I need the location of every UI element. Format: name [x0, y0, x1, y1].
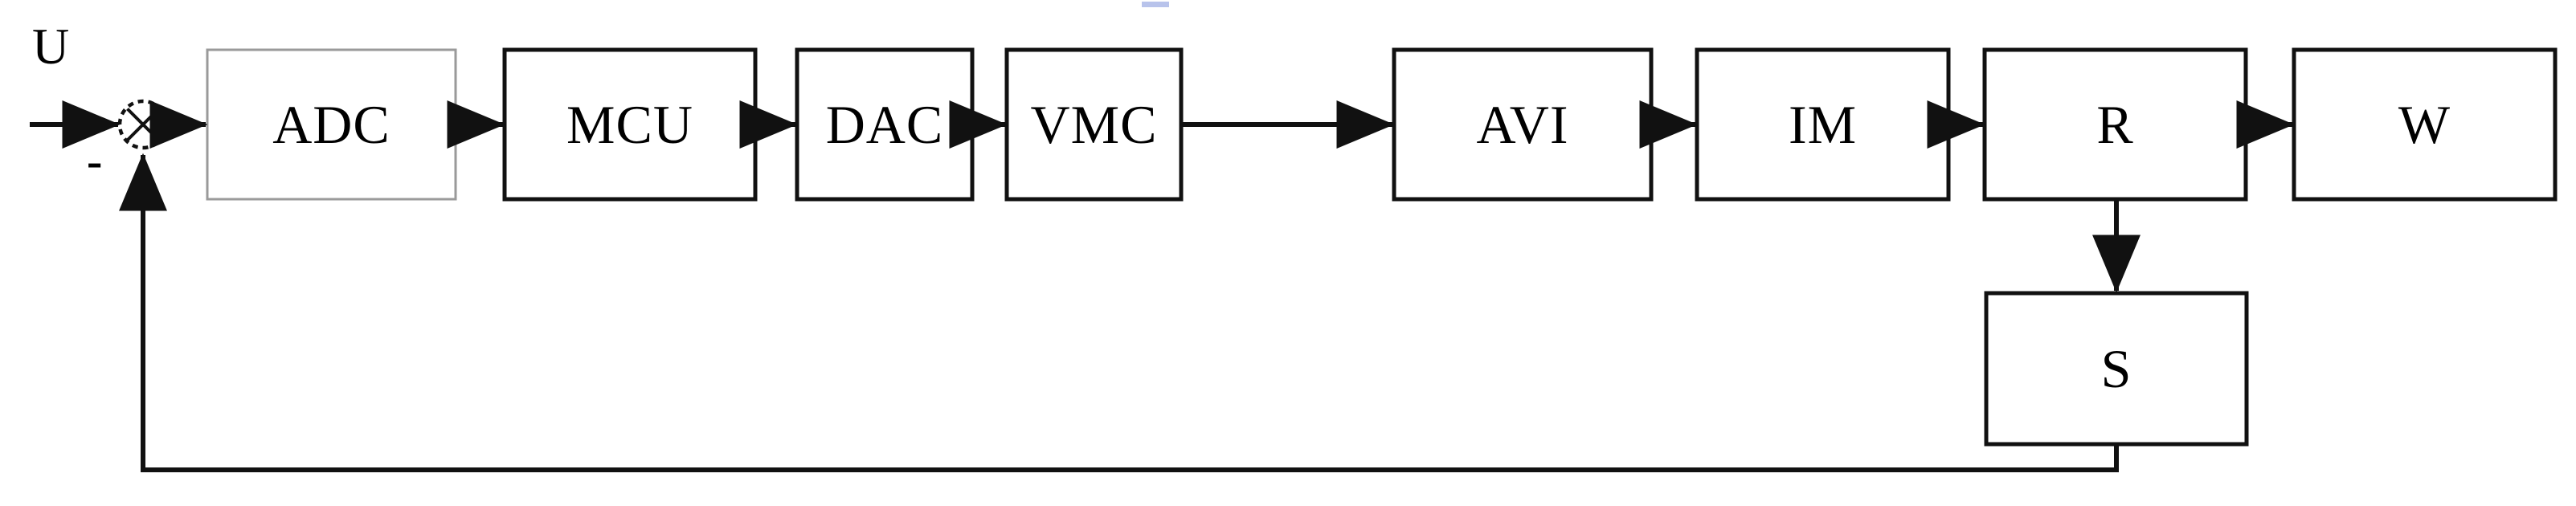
block-im-rect [1695, 47, 1951, 202]
block-s-rect [1984, 291, 2249, 447]
negative-sign-label: - [87, 135, 103, 187]
block-r-rect [1982, 47, 2248, 202]
block-dac-rect [795, 47, 975, 202]
block-w-rect [2292, 47, 2558, 202]
block-adc-rect [206, 48, 457, 201]
block-mcu-rect [502, 47, 758, 202]
feedback-path [119, 153, 2119, 472]
block-vmc-rect [1004, 47, 1184, 202]
block-avi-rect [1392, 47, 1654, 202]
input-signal-label: U [32, 18, 70, 75]
scan-artifact [1142, 2, 1169, 7]
